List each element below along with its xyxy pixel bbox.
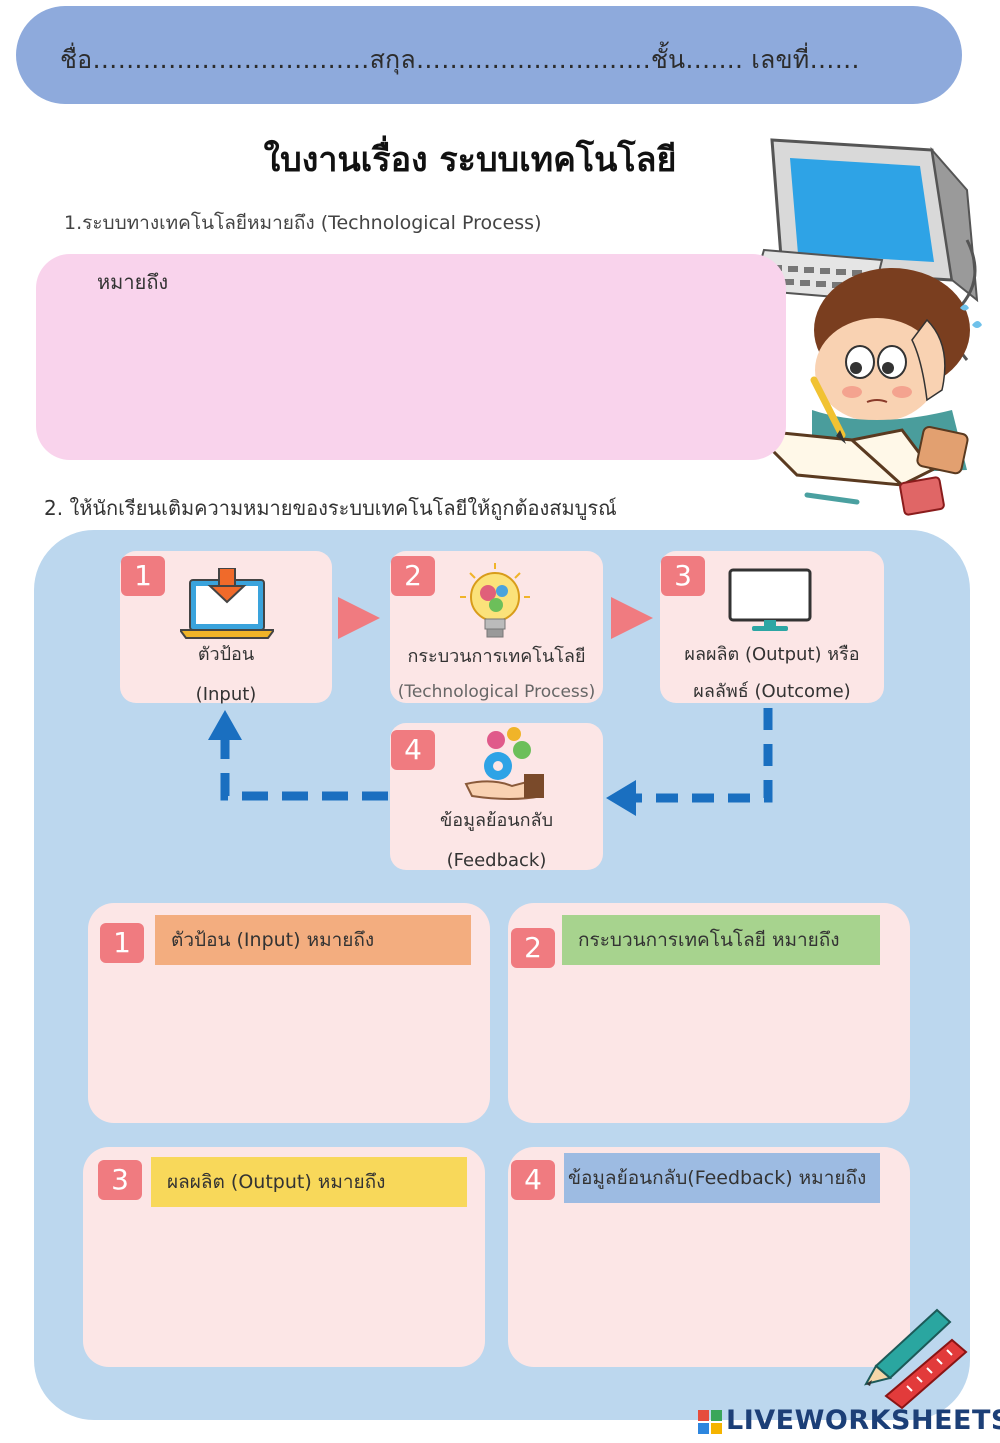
diagram-card-4-line1: ข้อมูลย้อนกลับ — [439, 810, 554, 831]
hand-gears-icon — [464, 727, 544, 800]
diagram-card-3-line1: ผลผลิต (Output) หรือ — [684, 644, 860, 665]
header-band — [16, 6, 962, 104]
feedback-loop-arrows — [208, 708, 773, 816]
answer-badge-2: 2 — [511, 928, 555, 968]
diagram-card-4-line2: (Feedback) — [446, 850, 547, 871]
question-2-prompt: 2. ให้นักเรียนเติมความหมายของระบบเทคโนโล… — [44, 496, 617, 520]
liveworksheets-logo: LIVEWORKSHEETS — [726, 1405, 1000, 1436]
student-info-line: ชื่อ……………………………สกุล……………………….ชั้น….... เ… — [60, 45, 860, 74]
computer-boy-illustration — [752, 138, 982, 516]
question-1-answer-box[interactable] — [36, 254, 786, 460]
answer-badge-3: 3 — [98, 1160, 142, 1200]
diagram-badge-3: 3 — [661, 556, 705, 596]
diagram-card-1-line2: (Input) — [195, 684, 257, 705]
liveworksheets-logo-icon — [698, 1410, 722, 1434]
diagram-card-2-line1: กระบวนการเทคโนโลยี — [407, 646, 586, 667]
answer-label-output: ผลผลิต (Output) หมายถึง — [151, 1157, 467, 1207]
answer-label-input: ตัวป้อน (Input) หมายถึง — [155, 915, 471, 965]
diagram-card-1-line1: ตัวป้อน — [197, 644, 255, 665]
arrow-right-icon — [338, 597, 380, 639]
lightbulb-gears-icon — [460, 563, 530, 638]
diagram-badge-2: 2 — [391, 556, 435, 596]
arrow-right-icon — [611, 597, 653, 639]
page-title: ใบงานเรื่อง ระบบเทคโนโลยี — [263, 140, 677, 180]
answer-badge-1: 1 — [100, 923, 144, 963]
answer-badge-4: 4 — [511, 1160, 555, 1200]
pencil-ruler-illustration — [864, 1308, 968, 1410]
diagram-card-2-line2: (Technological Process) — [397, 682, 596, 702]
answer-label-feedback: ข้อมูลย้อนกลับ(Feedback) หมายถึง — [564, 1153, 880, 1203]
answer-label-process: กระบวนการเทคโนโลยี หมายถึง — [562, 915, 880, 965]
diagram-badge-4: 4 — [391, 730, 435, 770]
laptop-download-icon — [180, 568, 274, 639]
diagram-badge-1: 1 — [121, 556, 165, 596]
question-1-prompt: 1.ระบบทางเทคโนโลยีหมายถึง (Technological… — [64, 212, 542, 234]
diagram-card-3-line2: ผลลัพธ์ (Outcome) — [693, 681, 851, 702]
question-1-answer-label: หมายถึง — [97, 270, 169, 294]
monitor-icon — [728, 568, 812, 631]
